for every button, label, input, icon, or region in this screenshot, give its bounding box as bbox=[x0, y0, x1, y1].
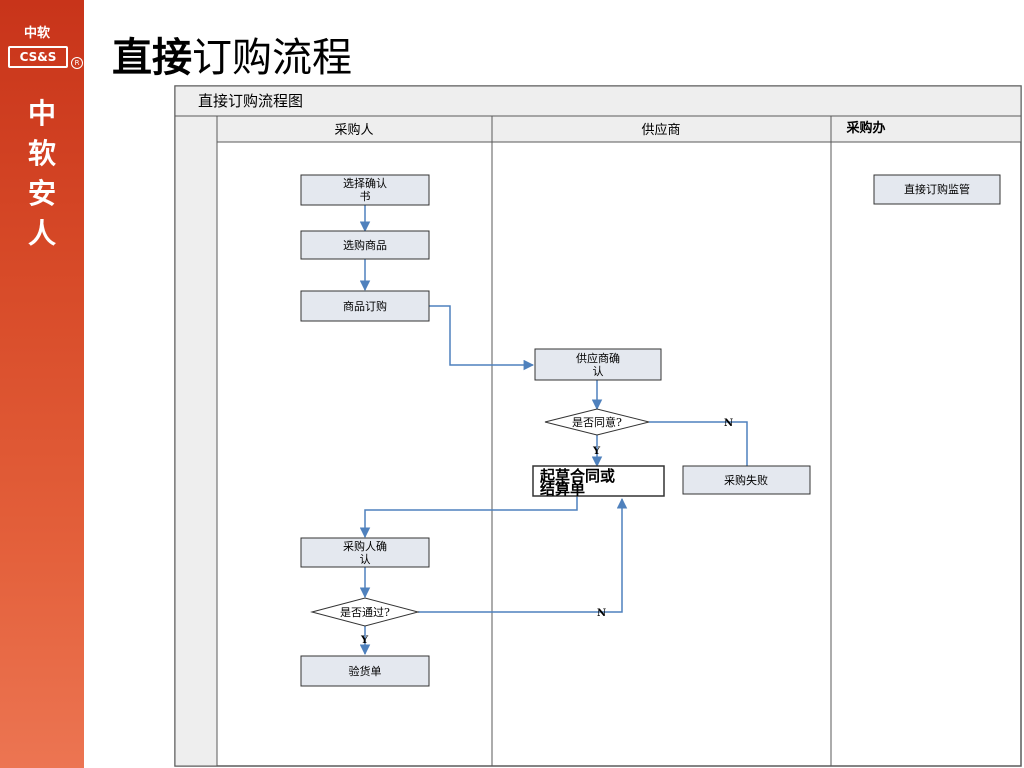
sidebar: 中软 CS&S R 中 软 安 人 bbox=[0, 0, 84, 768]
lane-title-supplier: 供应商 bbox=[641, 122, 680, 138]
node-supplier-confirm: 供应商确 认 bbox=[534, 348, 662, 381]
edge-order-to-supplier bbox=[429, 305, 535, 371]
node-label: 商品订购 bbox=[343, 299, 387, 313]
decision-label: 是否通过? bbox=[340, 606, 390, 619]
node-draft-contract: 起草合同或 结算单 bbox=[532, 465, 665, 498]
node-select-confirm: 选择确认 书 bbox=[300, 174, 430, 206]
edge-label-agree-no: N bbox=[724, 418, 733, 429]
lane-title-buyer: 采购人 bbox=[334, 122, 373, 138]
pool-left-bar bbox=[174, 115, 218, 767]
lane-title-office: 采购办 bbox=[845, 120, 885, 136]
node-label: 书 bbox=[360, 190, 371, 203]
node-label: 认 bbox=[360, 553, 371, 566]
edge-agree-no-to-fail bbox=[649, 421, 748, 467]
registered-mark-icon: R bbox=[71, 57, 83, 69]
sidebar-char: 人 bbox=[27, 217, 56, 250]
node-label: 起草合同或 bbox=[539, 467, 615, 485]
node-agree-decision: 是否同意? bbox=[544, 408, 650, 436]
node-label: 认 bbox=[593, 365, 604, 378]
edge-draft-to-buyer bbox=[359, 496, 578, 539]
node-label: 供应商确 bbox=[576, 351, 620, 365]
page-title-bold: 直接 bbox=[112, 35, 192, 81]
diagram-title-band bbox=[174, 85, 1022, 117]
node-label: 选择确认 bbox=[343, 176, 387, 190]
node-label: 采购失败 bbox=[724, 473, 768, 487]
page-title-rest: 订购流程 bbox=[192, 35, 352, 81]
node-purchase-fail: 采购失败 bbox=[682, 465, 811, 495]
node-buyer-confirm: 采购人确 认 bbox=[300, 537, 430, 568]
company-logo: 中软 CS&S R bbox=[8, 24, 83, 69]
edge-label-pass-no: N bbox=[597, 608, 606, 619]
lane-header-band bbox=[174, 115, 1022, 143]
node-order-goods: 商品订购 bbox=[300, 290, 430, 322]
diagram-title: 直接订购流程图 bbox=[198, 92, 303, 110]
logo-box-text: CS&S bbox=[8, 46, 68, 68]
sidebar-char: 中 bbox=[27, 97, 56, 130]
edge-label-agree-yes: Y bbox=[592, 446, 601, 457]
node-label: 选购商品 bbox=[343, 238, 387, 252]
node-label: 验货单 bbox=[349, 664, 382, 678]
node-select-goods: 选购商品 bbox=[300, 230, 430, 260]
node-supervision: 直接订购监管 bbox=[873, 174, 1001, 205]
edge-label-pass-yes: Y bbox=[360, 635, 369, 646]
node-label: 直接订购监管 bbox=[904, 182, 970, 196]
node-inspection: 验货单 bbox=[300, 655, 430, 687]
sidebar-vertical-text: 中 软 安 人 bbox=[20, 94, 64, 254]
node-label: 结算单 bbox=[540, 480, 585, 498]
node-pass-decision: 是否通过? bbox=[310, 597, 420, 627]
decision-label: 是否同意? bbox=[572, 415, 622, 429]
logo-top-text: 中软 bbox=[23, 26, 50, 41]
sidebar-char: 安 bbox=[27, 177, 56, 210]
sidebar-char: 软 bbox=[27, 137, 56, 170]
edge-pass-no-to-draft bbox=[418, 497, 628, 613]
page-title: 直接订购流程 bbox=[112, 30, 352, 86]
node-label: 采购人确 bbox=[343, 539, 387, 553]
